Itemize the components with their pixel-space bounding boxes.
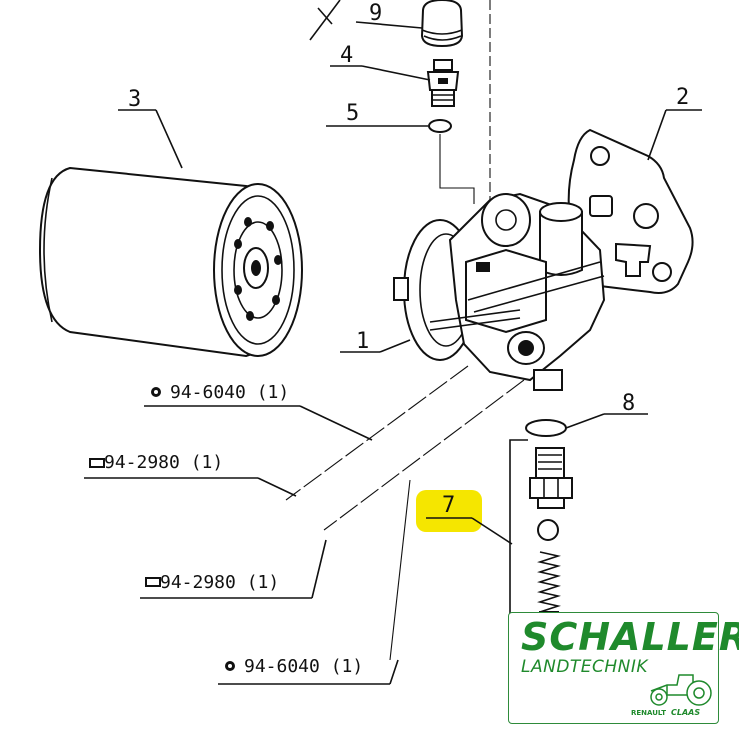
logo-partner-b: CLAAS <box>671 708 701 717</box>
guide-line-a <box>285 365 469 501</box>
reference-1: 94-6040 (1) <box>170 382 289 403</box>
reference-2: 94-2980 (1) <box>104 452 223 473</box>
leader-4 <box>361 65 431 81</box>
callout-2: 2 <box>676 85 689 110</box>
guide-line-b <box>323 379 525 531</box>
leader-1 <box>379 339 411 353</box>
ref-2-marker-icon <box>89 458 105 468</box>
logo-brand-name: SCHALLER <box>521 615 739 659</box>
ref-3-leader <box>311 539 327 599</box>
callout-8: 8 <box>622 391 635 416</box>
part-9-cap[interactable] <box>420 0 464 48</box>
leader-7 <box>471 517 513 545</box>
schaller-logo: SCHALLER LANDTECHNIK RENAULT CLAAS <box>508 612 739 724</box>
part-4-bleed-screw[interactable] <box>426 59 460 107</box>
reference-3: 94-2980 (1) <box>160 572 279 593</box>
ref-2-leader <box>257 477 297 497</box>
guide-line-c <box>389 479 411 661</box>
callout-3: 3 <box>128 87 141 112</box>
ref-1-leader <box>299 405 373 441</box>
logo-subtitle: LANDTECHNIK <box>521 657 649 677</box>
leader-2 <box>647 109 667 161</box>
callout-1: 1 <box>356 329 369 354</box>
callout-4: 4 <box>340 43 353 68</box>
tractor-icon <box>650 674 712 706</box>
callout-5: 5 <box>346 101 359 126</box>
callout-9: 9 <box>369 1 382 26</box>
part-5-seal-ring[interactable] <box>428 119 452 133</box>
ref-3-marker-icon <box>145 577 161 587</box>
part-3-filter-cartridge[interactable] <box>38 166 303 358</box>
leader-9-tail <box>309 0 341 41</box>
reference-4: 94-6040 (1) <box>244 656 363 677</box>
part-7-valve-assembly[interactable] <box>529 447 573 625</box>
ref-4-leader <box>389 659 399 685</box>
callout-7: 7 <box>442 493 455 518</box>
part-8-o-ring[interactable] <box>525 419 567 437</box>
part-1-filter-head[interactable] <box>393 192 606 391</box>
leader-9 <box>355 21 423 29</box>
logo-partner-a: RENAULT <box>631 709 666 717</box>
leader-9-tick <box>317 7 333 25</box>
leader-8 <box>565 413 605 429</box>
highlight-marker-7 <box>416 490 482 532</box>
leader-3 <box>155 109 183 169</box>
axis-line-5 <box>439 134 475 204</box>
